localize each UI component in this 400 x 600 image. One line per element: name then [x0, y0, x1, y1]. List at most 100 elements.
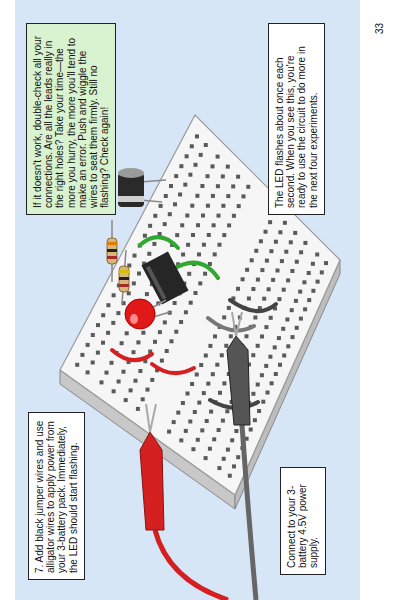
breadboard-hole: [153, 340, 157, 344]
capacitor: [118, 168, 166, 207]
breadboard-hole: [217, 214, 221, 218]
breadboard-hole: [101, 313, 105, 317]
breadboard-hole: [302, 280, 306, 284]
breadboard-hole: [112, 389, 116, 393]
breadboard-hole: [143, 234, 147, 238]
breadboard-hole: [283, 221, 287, 225]
breadboard-hole: [204, 456, 208, 460]
black-alligator-clip: [227, 336, 250, 425]
callout-text: Connect to your 3-battery 4.5V power sup…: [286, 474, 320, 568]
breadboard-hole: [278, 230, 282, 234]
breadboard-hole: [159, 204, 163, 208]
breadboard-hole: [190, 144, 194, 148]
page-number: 33: [374, 23, 385, 34]
red-lead-wire: [155, 530, 228, 600]
breadboard-hole: [221, 174, 225, 178]
breadboard-hole: [222, 457, 226, 461]
breadboard-hole: [226, 194, 230, 198]
breadboard-hole: [197, 252, 201, 256]
breadboard-hole: [229, 334, 233, 338]
breadboard-hole: [186, 392, 190, 396]
breadboard-hole: [289, 240, 293, 244]
breadboard-hole: [184, 429, 188, 433]
breadboard-hole: [232, 214, 236, 218]
breadboard-hole: [125, 331, 129, 335]
breadboard-hole: [295, 260, 299, 264]
breadboard-hole: [201, 214, 205, 218]
breadboard-hole: [324, 261, 328, 265]
breadboard-hole: [138, 369, 142, 373]
breadboard-hole: [86, 370, 90, 374]
breadboard-hole: [203, 272, 207, 276]
black-lead-wire: [242, 425, 256, 600]
breadboard-hole: [101, 341, 105, 345]
breadboard-hole: [136, 407, 140, 411]
breadboard-hole: [226, 165, 230, 169]
breadboard-hole: [194, 163, 198, 167]
breadboard-hole: [227, 223, 231, 227]
breadboard-hole: [236, 287, 240, 291]
breadboard-hole: [196, 223, 200, 227]
breadboard-hole: [217, 428, 221, 432]
breadboard-hole: [249, 428, 253, 432]
breadboard-hole: [195, 194, 199, 198]
breadboard-hole: [217, 466, 221, 470]
breadboard-hole: [291, 335, 295, 339]
breadboard-hole: [190, 382, 194, 386]
breadboard-hole: [290, 269, 294, 273]
red-jumper-wire: [112, 350, 152, 360]
breadboard-hole: [211, 164, 215, 168]
breadboard-hole: [196, 438, 200, 442]
breadboard-hole: [188, 420, 192, 424]
breadboard-hole: [147, 252, 151, 256]
breadboard-hole: [206, 382, 210, 386]
breadboard-hole: [160, 359, 164, 363]
breadboard-hole: [215, 363, 219, 367]
breadboard-hole: [148, 224, 152, 228]
breadboard-hole: [205, 419, 209, 423]
breadboard-hole: [234, 429, 238, 433]
breadboard-hole: [294, 299, 298, 303]
breadboard-hole: [106, 303, 110, 307]
breadboard-hole: [320, 270, 324, 274]
breadboard-hole: [181, 253, 185, 257]
breadboard-hole: [264, 325, 268, 329]
breadboard-hole: [246, 185, 250, 189]
breadboard-hole: [213, 334, 217, 338]
breadboard-hole: [247, 297, 251, 301]
breadboard-hole: [271, 278, 275, 282]
callout-box: The LED flashes about once each second. …: [268, 23, 325, 215]
breadboard-hole: [127, 291, 131, 295]
breadboard-hole: [175, 233, 179, 237]
breadboard-hole: [269, 316, 273, 320]
breadboard-hole: [268, 220, 272, 224]
breadboard-hole: [264, 364, 268, 368]
breadboard-hole: [206, 204, 210, 208]
breadboard-hole: [262, 297, 266, 301]
callout-box: 7. Add black jumper wires and use alliga…: [28, 412, 85, 580]
breadboard-hole: [286, 344, 290, 348]
breadboard-hole: [174, 174, 178, 178]
breadboard-hole: [267, 287, 271, 291]
breadboard-hole: [265, 259, 269, 263]
breadboard-hole: [231, 184, 235, 188]
breadboard-hole: [241, 277, 245, 281]
breadboard-hole: [120, 341, 124, 345]
breadboard-hole: [197, 401, 201, 405]
breadboard-hole: [178, 193, 182, 197]
breadboard-hole: [295, 326, 299, 330]
breadboard-hole: [199, 363, 203, 367]
breadboard-hole: [282, 288, 286, 292]
breadboard-hole: [91, 361, 95, 365]
green-jumper-wire: [140, 237, 178, 248]
breadboard-hole: [198, 281, 202, 285]
breadboard-hole: [132, 350, 136, 354]
breadboard-hole: [285, 318, 289, 322]
breadboard-hole: [274, 240, 278, 244]
breadboard-hole: [218, 391, 222, 395]
callout-box: If it doesn't work, double-check all you…: [26, 23, 116, 215]
breadboard-hole: [141, 397, 145, 401]
breadboard-hole: [299, 317, 303, 321]
breadboard-hole: [189, 301, 193, 305]
breadboard-hole: [260, 335, 264, 339]
